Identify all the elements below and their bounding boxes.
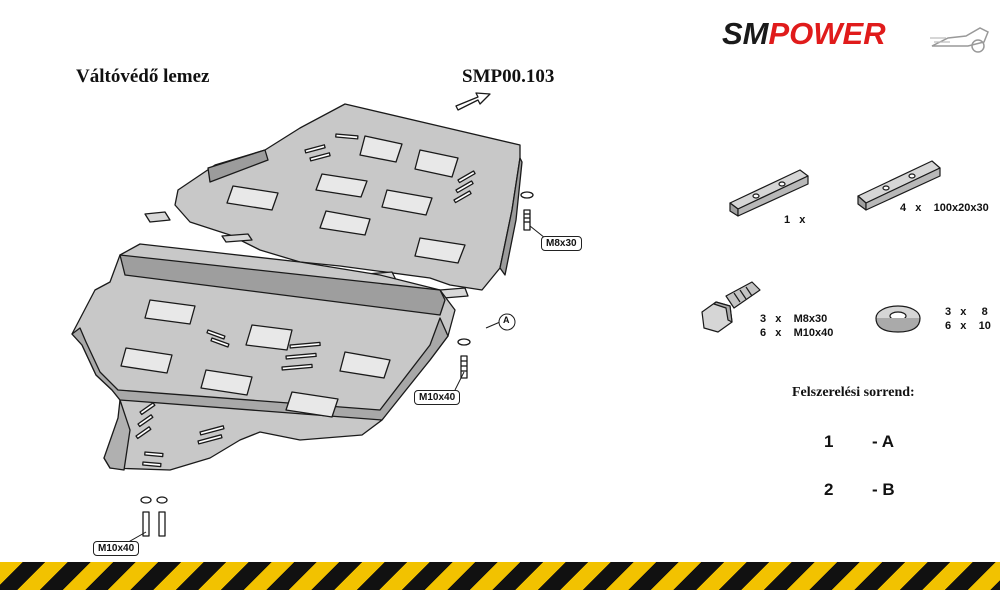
direction-arrow-icon: [455, 92, 491, 111]
product-code: SMP00.103: [462, 66, 555, 87]
diagram-title: Váltóvédő lemez: [76, 66, 210, 87]
callout-bolt-top: M8x30: [541, 236, 582, 251]
installation-sequence-title: Felszerelési sorrend:: [792, 385, 915, 400]
callout-bolt-middle: M10x40: [414, 390, 461, 405]
warning-stripe: [0, 562, 1000, 590]
hardware-qty-plate-small: 1 x: [784, 214, 806, 226]
upper-plate: [144, 103, 523, 299]
flat-plate-small-icon: [729, 169, 809, 217]
sequence-step-2-number: 2: [824, 480, 834, 499]
washer-icon: [875, 305, 921, 333]
motorcycle-icon: [930, 27, 989, 53]
logo-power: POWER: [768, 16, 886, 51]
flat-plate-large-icon: [857, 160, 941, 211]
sequence-step-1-number: 1: [824, 432, 834, 451]
callout-bolt-bottom: M10x40: [93, 541, 140, 556]
hardware-qty-bolts: 3 x M8x30 6 x M10x40: [760, 313, 834, 339]
marker-a: A: [503, 315, 510, 325]
hardware-qty-washers: 3 x 8 6 x 10: [945, 306, 991, 332]
smpower-logo: SMPOWER: [722, 14, 992, 58]
drawing-bolts: [140, 191, 534, 537]
lower-plate: [71, 243, 456, 471]
logo-sm: SM: [722, 16, 769, 51]
bolt-icon: [701, 281, 761, 333]
hardware-qty-plate-large: 4 x 100x20x30: [900, 202, 989, 214]
sequence-step-2-label: - B: [872, 480, 895, 499]
sequence-step-1-label: - A: [872, 432, 895, 451]
